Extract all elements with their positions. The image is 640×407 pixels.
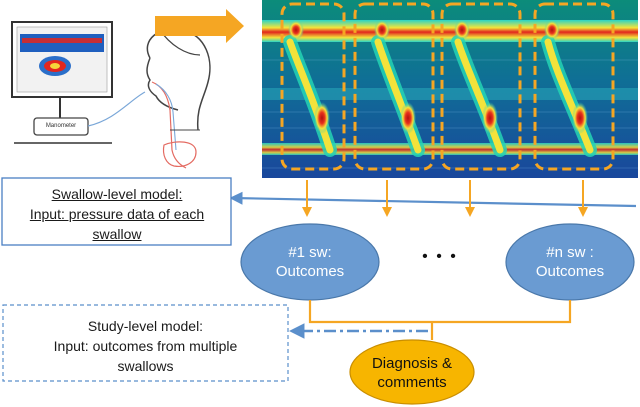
device-label: Manometer bbox=[45, 123, 77, 129]
study-model-title: Study-level model: bbox=[87, 318, 204, 334]
first-outcome-text: #1 sw: Outcomes bbox=[250, 243, 370, 281]
last-outcome-text: #n sw : Outcomes bbox=[510, 243, 630, 281]
last-outcome-sub: Outcomes bbox=[535, 263, 605, 280]
pressure-topography bbox=[262, 0, 638, 178]
study-model-text: Study-level model: Input: outcomes from … bbox=[4, 316, 287, 376]
diagnosis-label: Diagnosis & bbox=[371, 355, 453, 372]
outcome-bracket bbox=[308, 300, 572, 340]
swallow-window-n bbox=[533, 2, 615, 171]
swallow-window-1 bbox=[280, 2, 346, 171]
outcome-arrows bbox=[302, 180, 588, 217]
last-outcome-label: #n sw : bbox=[546, 244, 594, 261]
study-model-input-2: swallows bbox=[117, 358, 174, 374]
diagnosis-sub: comments bbox=[377, 374, 447, 391]
manometry-illustration bbox=[11, 21, 211, 169]
swallow-model-title: Swallow-level model: bbox=[51, 186, 183, 202]
swallow-window-2 bbox=[353, 2, 435, 171]
arrow-to-swallow-model bbox=[229, 191, 637, 208]
diagnosis-text: Diagnosis & comments bbox=[352, 354, 472, 392]
first-outcome-label: #1 sw: bbox=[288, 244, 332, 261]
swallow-level-box bbox=[1, 177, 232, 246]
swallow-model-text: Swallow-level model: Input: pressure dat… bbox=[4, 184, 230, 244]
study-model-input: Input: outcomes from multiple bbox=[53, 338, 238, 354]
swallow-window-3 bbox=[440, 2, 522, 171]
first-outcome-sub: Outcomes bbox=[275, 263, 345, 280]
ellipsis-dots: • • • bbox=[422, 248, 458, 265]
big-orange-arrow bbox=[155, 9, 244, 43]
study-level-box bbox=[2, 304, 289, 382]
swallow-model-input: Input: pressure data of each bbox=[29, 206, 205, 222]
diagnosis-node bbox=[349, 339, 475, 405]
swallow-model-input-2: swallow bbox=[92, 226, 142, 242]
